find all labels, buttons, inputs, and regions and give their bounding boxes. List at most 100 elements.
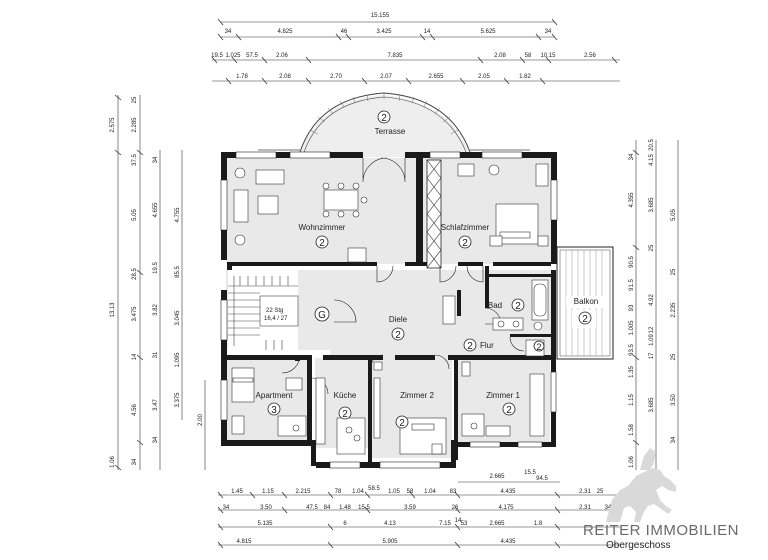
- dim-top3: 1.025: [225, 53, 241, 59]
- dim-top4: 2.05: [478, 74, 490, 80]
- horse-logo-icon: [606, 448, 676, 522]
- wc-number: 2: [536, 342, 541, 352]
- dim-left2: 4.56: [132, 404, 138, 416]
- dim-right3: 2.235: [671, 302, 677, 318]
- flur-label: Flur: [480, 341, 494, 350]
- dim-right1: 93: [629, 304, 635, 311]
- wohnzimmer-number: 2: [319, 238, 325, 249]
- dim-top2: 34: [545, 29, 552, 35]
- dim-top2: 34: [225, 29, 232, 35]
- dim-bot2: 4.175: [498, 505, 514, 511]
- dim-right1: 93.5: [629, 344, 635, 356]
- dim-top3: 58: [525, 53, 532, 59]
- dim-top2: 3.425: [376, 29, 392, 35]
- dim-right3: 34: [671, 436, 677, 443]
- dim-left4: 3.045: [175, 310, 181, 326]
- dim-left3: 34: [153, 156, 159, 163]
- dim-top2: 14: [424, 29, 431, 35]
- dim-left1: 1.06: [110, 456, 116, 468]
- dim-left3: 4.655: [153, 202, 159, 218]
- dim-bot2: 15.5: [358, 505, 370, 511]
- dim-bot1: 78: [335, 489, 342, 495]
- dim-top4: 2.07: [380, 74, 392, 80]
- dim-top3: 2.56: [584, 53, 596, 59]
- dim-right1: 90.5: [629, 256, 635, 268]
- dim-right2: 4.92: [649, 294, 655, 306]
- dim-left2: 28.5: [132, 268, 138, 280]
- dim-left2: 34: [132, 458, 138, 465]
- dim-right1: 25: [649, 244, 655, 251]
- dimension-ticks: [114, 18, 640, 549]
- dim-right1: 1.15: [629, 394, 635, 406]
- dim-bot2: 1.48: [339, 505, 351, 511]
- dim-bot3: 7.15: [439, 521, 451, 527]
- dim-right1: 1.06: [629, 456, 635, 468]
- dim-top3: 19.5: [211, 53, 223, 59]
- dim-bot2: 84: [324, 505, 331, 511]
- dim-bot1: 1.04: [424, 489, 436, 495]
- dim-top-total: 15.155: [371, 13, 390, 19]
- room-labels: Wohnzimmer 2 Schlafzimmer 2 Bad 2 Balkon…: [256, 223, 599, 429]
- bad-number: 2: [515, 301, 521, 312]
- dim-left2: 37.5: [132, 154, 138, 166]
- dim-bot2: 47.5: [306, 505, 318, 511]
- dim-top2: 4.825: [277, 29, 293, 35]
- wohnzimmer-label: Wohnzimmer: [299, 223, 346, 232]
- dim-bot2: 3.50: [260, 505, 272, 511]
- dim-left3: 34: [153, 436, 159, 443]
- dim-bot2: 34: [605, 505, 612, 511]
- dim-left3: 31: [153, 351, 159, 358]
- dim-bot2: 3.59: [404, 505, 416, 511]
- dim-top4: 2.655: [428, 74, 444, 80]
- floor-name: Obergeschoss: [606, 540, 671, 551]
- dim-top4: 2.70: [330, 74, 342, 80]
- dim-right1: 91.5: [629, 279, 635, 291]
- dim-bot3: 5.135: [257, 521, 273, 527]
- dim-bot1: 1.04: [352, 489, 364, 495]
- dim-bot1: 1.15: [262, 489, 274, 495]
- dim-bot3: 1.8: [534, 521, 543, 527]
- dim-bot4: 4.815: [236, 539, 252, 545]
- windows: [220, 151, 558, 469]
- balkon-label: Balkon: [574, 297, 598, 306]
- dim-top4: 2.08: [279, 74, 291, 80]
- dim-left2: 2.285: [132, 117, 138, 133]
- dim-left4: 1.095: [175, 352, 181, 368]
- dim-right3: 25: [671, 353, 677, 360]
- dim-left1: 13.13: [110, 302, 116, 318]
- dim-bot3: 4.13: [384, 521, 396, 527]
- dim-bot3: 14: [455, 518, 462, 524]
- dim-right1: 1.58: [629, 424, 635, 436]
- dim-left4: 85.5: [175, 266, 181, 278]
- dim-bot4: 5.905: [382, 539, 398, 545]
- dim-bot3: 6: [343, 521, 347, 527]
- dim-top3: 57.5: [246, 53, 258, 59]
- dim-bot1: 1.05: [388, 489, 400, 495]
- zimmer1-label: Zimmer 1: [486, 391, 520, 400]
- zimmer2-label: Zimmer 2: [400, 391, 434, 400]
- dim-top4: 1.82: [519, 74, 531, 80]
- dim-top2: 5.625: [480, 29, 496, 35]
- dim-left1: 2.575: [110, 117, 116, 133]
- stair-g-mark: G: [318, 310, 326, 321]
- kueche-label: Küche: [334, 391, 357, 400]
- stair-rise-label: 16,4 / 27: [264, 316, 288, 322]
- dim-right1: 34: [629, 153, 635, 160]
- dim-left3: 3.47: [153, 399, 159, 411]
- zimmer2-number: 2: [399, 418, 405, 429]
- dim-balcony: 94.5: [536, 476, 548, 482]
- dim-right2: 12: [649, 326, 655, 333]
- dim-left2: 25: [132, 96, 138, 103]
- furniture: [231, 163, 549, 455]
- dim-bot1: 2.31: [579, 489, 591, 495]
- dim-right1: 4.15: [649, 154, 655, 166]
- dim-left2: 5.05: [132, 209, 138, 221]
- dim-bot2: 34: [223, 505, 230, 511]
- brand-name: REITER IMMOBILIEN: [583, 522, 740, 539]
- bad-label: Bad: [488, 301, 502, 310]
- dim-balcony: 15.5: [524, 470, 536, 476]
- schlafzimmer-number: 2: [462, 238, 468, 249]
- apartment-label: Apartment: [256, 391, 294, 400]
- dim-right1: 3.685: [649, 197, 655, 213]
- dim-bot3: 2.665: [489, 521, 505, 527]
